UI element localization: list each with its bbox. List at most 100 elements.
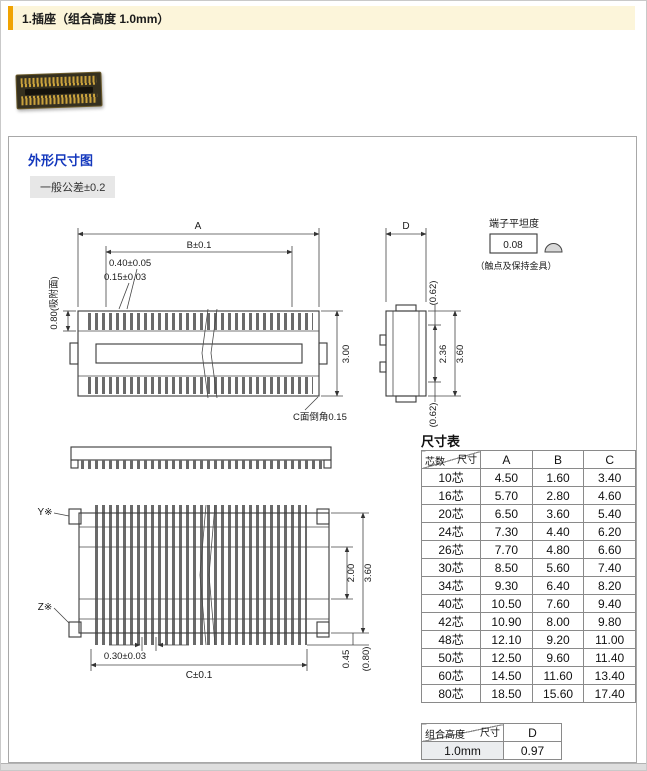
product-photo-image	[14, 66, 106, 116]
cell-pins: 34芯	[420, 576, 482, 595]
dim-bottom-inner-label: 2.00	[346, 564, 357, 583]
flatness-title-label: 端子平坦度	[489, 217, 539, 230]
column-header-d: D	[503, 723, 562, 742]
cell-c: 6.60	[583, 540, 636, 559]
flatness-note-label: （触点及保持金具）	[475, 260, 556, 271]
cell-b: 4.40	[531, 522, 585, 541]
bottom-view-drawing: Y※ Z※ 2.00 3.60 0.45 (0.80) 0.30±0.03	[37, 504, 374, 681]
dim-b-label: B±0.1	[187, 240, 212, 251]
cell-a: 7.30	[480, 522, 533, 541]
dim-pin-pitch-label: 0.40±0.05	[109, 258, 151, 269]
corner-label-dimension: 尺寸	[480, 728, 500, 739]
flatness-value-label: 0.08	[503, 240, 523, 251]
size-table-corner-cell: 尺寸 芯数	[420, 450, 482, 469]
datum-z-label: Z※	[38, 602, 53, 613]
cell-mating-height: 1.0mm	[421, 741, 504, 760]
cell-b: 2.80	[531, 486, 585, 505]
dimension-drawing-panel: 外形尺寸图 一般公差±0.2 A	[8, 136, 637, 763]
flatness-symbol-icon	[544, 243, 563, 253]
cell-pins: 48芯	[420, 630, 482, 649]
cell-c: 8.20	[583, 576, 636, 595]
dim-a-label: A	[195, 221, 202, 232]
size-table-header-row: 尺寸 芯数 A B C	[420, 450, 636, 469]
cell-b: 3.60	[531, 504, 585, 523]
dim-pin-bottom-label: 0.30±0.03	[104, 651, 146, 662]
cell-d-value: 0.97	[503, 741, 562, 760]
dim-d-label: D	[402, 221, 409, 232]
cell-pins: 16芯	[420, 486, 482, 505]
cell-a: 10.90	[480, 612, 533, 631]
general-tolerance-note: 一般公差±0.2	[30, 176, 116, 198]
cell-b: 11.60	[531, 666, 585, 685]
dim-height-label: 3.00	[341, 345, 352, 364]
size-table-title: 尺寸表	[421, 434, 461, 449]
side-view-drawing: D (0.62) 2.36 3.60 (0.62)	[379, 221, 466, 428]
cell-a: 12.10	[480, 630, 533, 649]
cell-c: 7.40	[583, 558, 636, 577]
column-header-b: B	[531, 450, 585, 469]
dim-side-mid-label: 2.36	[438, 345, 449, 364]
connector-body-graphic	[15, 71, 103, 110]
cell-pins: 60芯	[420, 666, 482, 685]
cell-c: 9.80	[583, 612, 636, 631]
cell-c: 11.40	[583, 648, 636, 667]
window-bottom-edge	[1, 763, 646, 770]
cell-a: 4.50	[480, 468, 533, 487]
column-header-c: C	[583, 450, 636, 469]
cell-pins: 24芯	[420, 522, 482, 541]
cell-c: 11.00	[583, 630, 636, 649]
cell-b: 8.00	[531, 612, 585, 631]
page-title: 1.插座（组合高度 1.0mm）	[22, 11, 170, 26]
cell-c: 6.20	[583, 522, 636, 541]
cell-a: 10.50	[480, 594, 533, 613]
cell-b: 4.80	[531, 540, 585, 559]
profile-view-drawing	[70, 446, 332, 469]
cell-c: 3.40	[583, 468, 636, 487]
technical-drawing: A B±0.1 0.40±0.05 0.15±0.03 0.80(吸附面) 3.…	[37, 217, 563, 681]
cell-b: 9.20	[531, 630, 585, 649]
cell-b: 1.60	[531, 468, 585, 487]
cell-pins: 10芯	[420, 468, 482, 487]
cell-c: 4.60	[583, 486, 636, 505]
cell-b: 9.60	[531, 648, 585, 667]
dim-080-label: (0.80)	[361, 647, 372, 672]
cell-c: 17.40	[583, 684, 636, 703]
dim-bottom-outer-label: 3.60	[363, 564, 374, 583]
cell-pins: 80芯	[420, 684, 482, 703]
cell-b: 5.60	[531, 558, 585, 577]
column-header-a: A	[480, 450, 533, 469]
dim-pin-width-label: 0.15±0.03	[104, 272, 146, 283]
cell-c: 13.40	[583, 666, 636, 685]
cell-a: 14.50	[480, 666, 533, 685]
top-view-drawing: A B±0.1 0.40±0.05 0.15±0.03 0.80(吸附面) 3.…	[48, 221, 352, 423]
dim-c-label: C±0.1	[186, 670, 213, 681]
cell-a: 5.70	[480, 486, 533, 505]
section-header-bar: 1.插座（组合高度 1.0mm）	[8, 6, 635, 30]
cell-pins: 30芯	[420, 558, 482, 577]
cell-pins: 40芯	[420, 594, 482, 613]
cell-pins: 26芯	[420, 540, 482, 559]
cell-a: 18.50	[480, 684, 533, 703]
cell-b: 6.40	[531, 576, 585, 595]
dim-side-bottom-label: (0.62)	[428, 403, 439, 428]
corner-label-pincount: 芯数	[425, 457, 445, 468]
dim-suction-label: 0.80(吸附面)	[48, 276, 60, 329]
cell-pins: 50芯	[420, 648, 482, 667]
cell-b: 15.60	[531, 684, 585, 703]
cell-a: 12.50	[480, 648, 533, 667]
cell-c: 5.40	[583, 504, 636, 523]
cell-pins: 42芯	[420, 612, 482, 631]
cell-b: 7.60	[531, 594, 585, 613]
